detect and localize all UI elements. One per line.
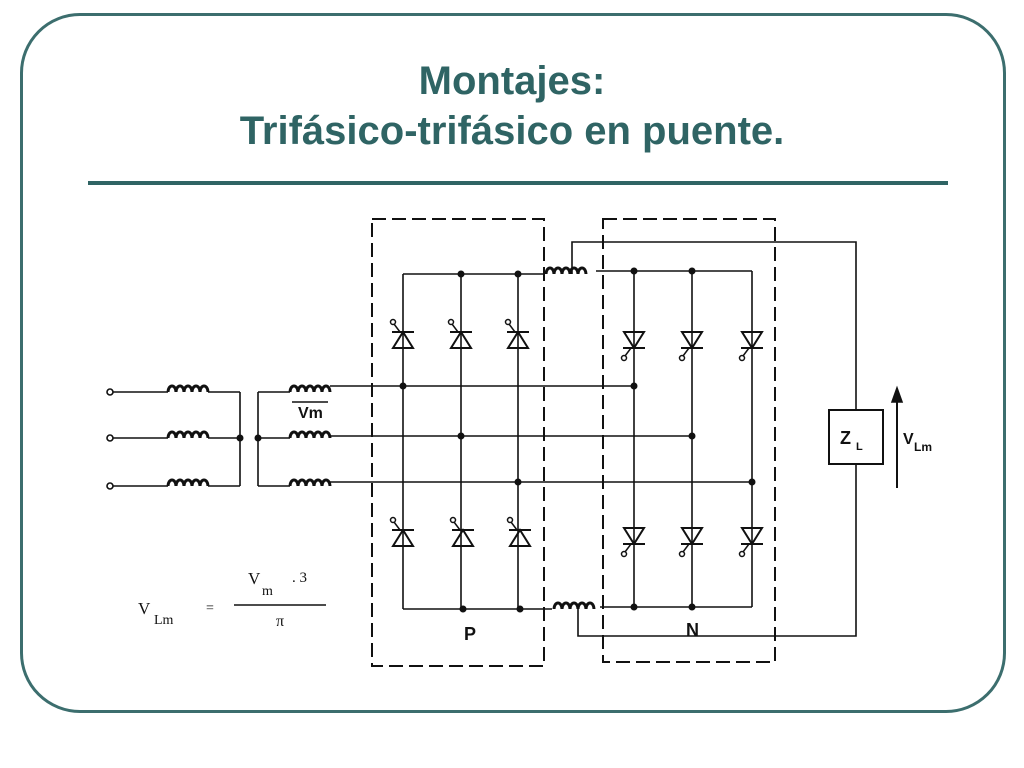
formula-lhs: V xyxy=(138,599,151,618)
group-n-label: N xyxy=(686,620,699,640)
p-group-box xyxy=(371,218,545,667)
title-line-2: Trifásico-trifásico en puente. xyxy=(239,109,785,153)
primary-coil-2 xyxy=(166,430,210,440)
secondary-coil-3 xyxy=(288,478,332,488)
formula-numerator-rest: . 3 xyxy=(292,570,307,586)
secondary-coil-1 xyxy=(288,384,332,394)
load-box xyxy=(828,409,884,465)
phase-voltage-label: Vm xyxy=(298,405,323,422)
interphase-reactor-bottom xyxy=(552,601,596,611)
input-terminal-2 xyxy=(106,434,114,442)
secondary-coil-2 xyxy=(288,430,332,440)
n-group-box xyxy=(602,218,776,663)
formula-lhs-sub: Lm xyxy=(154,613,174,628)
formula-equals: = xyxy=(206,601,214,616)
output-voltage-label: V xyxy=(903,431,914,448)
formula-numerator: V xyxy=(248,569,261,588)
slide-title: Montajes: Trifásico-trifásico en puente. xyxy=(0,56,1024,156)
formula-numerator-sub: m xyxy=(262,584,273,599)
input-terminal-3 xyxy=(106,482,114,490)
load-label: Z xyxy=(840,428,851,448)
output-voltage-label-sub: Lm xyxy=(914,440,932,454)
primary-coil-3 xyxy=(166,478,210,488)
title-line-1: Montajes: xyxy=(418,59,606,103)
primary-coil-1 xyxy=(166,384,210,394)
formula-denominator: π xyxy=(276,613,284,630)
interphase-reactor-top xyxy=(544,266,588,276)
title-underline xyxy=(88,181,948,185)
thyristor-p2-bottom xyxy=(449,516,475,547)
input-terminal-1 xyxy=(106,388,114,396)
group-p-label: P xyxy=(464,624,476,644)
load-label-sub: L xyxy=(856,441,863,453)
thyristor-p3-bottom xyxy=(506,516,532,547)
slide-frame xyxy=(20,13,1006,713)
